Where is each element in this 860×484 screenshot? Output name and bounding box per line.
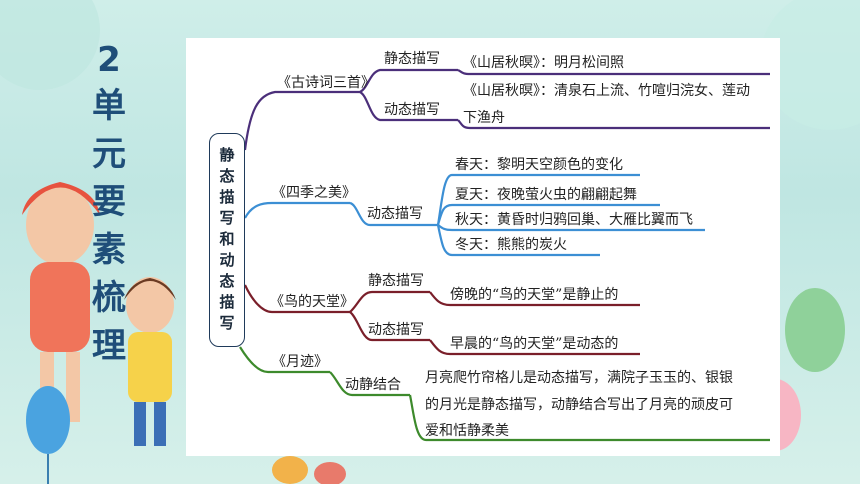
moon-text-3: 爱和恬静柔美 [425,423,509,439]
root-node-label: 静 态 描 写 和 动 态 描 写 [209,145,245,334]
section-title-char: 梳 [92,278,126,318]
root-char: 描 [219,188,235,206]
section-title-char: 理 [92,326,126,366]
root-char: 静 [219,146,235,164]
bird-branch-lines [244,284,640,356]
poems-branch-lines [243,68,770,151]
boy-illustration [124,277,176,446]
section-title-char: 要 [92,182,126,222]
section-title-char: 素 [92,230,126,270]
section-title-char: 元 [92,134,126,174]
season-item: 夏天：夜晚萤火虫的翩翩起舞 [455,187,637,203]
poems-static-label: 静态描写 [384,51,440,67]
season-item: 秋天：黄昏时归鸦回巢、大雁比翼而飞 [455,211,693,228]
moon-branch-lines [239,346,770,442]
section-title-char: 单 [92,86,126,126]
root-char: 动 [219,251,235,269]
balloon-illustration [26,386,70,484]
poems-static-text: 《山居秋暝》：明月松间照 [463,55,624,71]
bird-title: 《鸟的天堂》 [270,294,354,310]
moon-label: 动静结合 [345,377,401,393]
poems-dynamic-text-1: 《山居秋暝》：清泉石上流、竹喧归浣女、莲动 [463,82,750,99]
bird-dynamic-label: 动态描写 [368,322,424,338]
seasons-title: 《四季之美》 [272,185,356,201]
section-title: 2 单 元 要 素 梳 理 [84,40,134,370]
root-char: 描 [219,293,235,311]
poems-dynamic-label: 动态描写 [384,102,440,118]
section-number: 2 [97,40,121,80]
root-char: 态 [219,167,235,185]
poems-dynamic-text-2: 下渔舟 [463,110,505,126]
moon-title: 《月迹》 [272,354,328,370]
seasons-branch-lines [244,173,705,257]
seasons-label: 动态描写 [367,206,423,222]
moon-text-2: 的月光是静态描写，动静结合写出了月亮的顽皮可 [425,396,733,413]
mindmap-panel [186,38,780,456]
season-item: 春天：黎明天空颜色的变化 [455,156,623,173]
root-char: 写 [219,314,235,332]
bird-dynamic-text: 早晨的“鸟的天堂”是动态的 [450,336,618,352]
poems-title: 《古诗词三首》 [277,75,375,91]
bird-static-text: 傍晚的“鸟的天堂”是静止的 [450,286,618,303]
root-char: 和 [219,230,235,248]
season-item: 冬天：熊熊的炭火 [455,237,567,253]
root-char: 写 [219,209,235,227]
root-char: 态 [219,272,235,290]
root-node [209,133,245,347]
moon-text-1: 月亮爬竹帘格儿是动态描写，满院子玉玉的、银银 [425,369,733,386]
girl-illustration [22,182,100,422]
bird-static-label: 静态描写 [368,273,424,289]
